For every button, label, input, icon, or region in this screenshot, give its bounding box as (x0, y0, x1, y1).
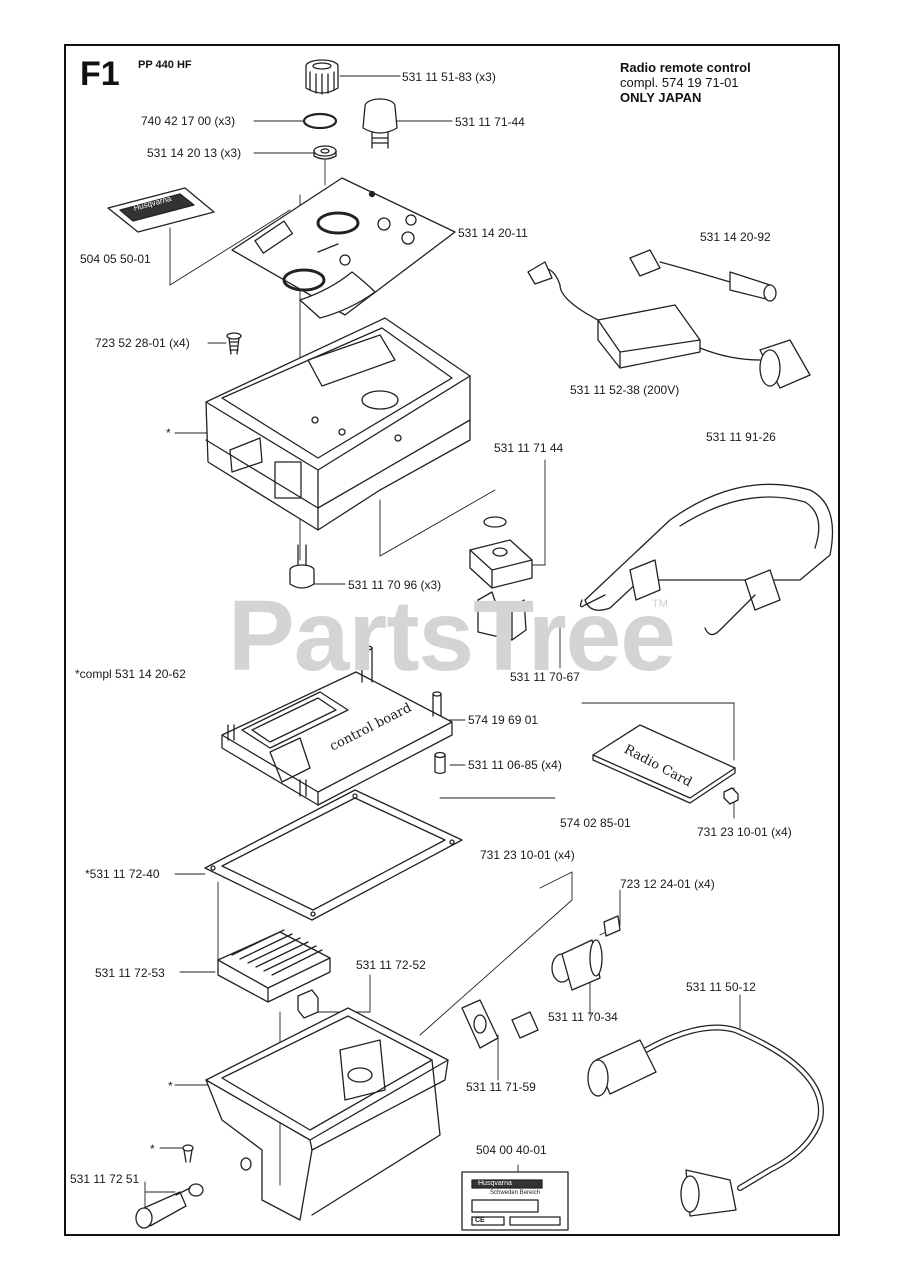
spacer-part (434, 751, 446, 775)
diagram-frame (64, 44, 840, 1236)
part-label-radio-card: 574 02 85-01 (560, 816, 631, 830)
part-label-nut-card: 731 23 10-01 (x4) (697, 825, 792, 839)
part-label-bottom-box: 531 11 72-52 (356, 958, 426, 972)
radio-card-part (592, 724, 736, 804)
part-label-gasket: *531 11 72-40 (85, 867, 160, 881)
part-label-plate: 531 11 71-59 (466, 1080, 536, 1094)
plate-part (461, 999, 499, 1049)
radio-note-line: ONLY JAPAN (620, 90, 702, 105)
control-board-part (221, 645, 453, 806)
rating-plate-part (461, 1171, 569, 1231)
part-label-plug-bottom: 531 11 72 51 (70, 1172, 140, 1186)
front-panel-part (231, 177, 456, 319)
part-label-screw-top: 723 52 28-01 (x4) (95, 336, 190, 350)
housing-part (205, 317, 471, 531)
watermark-tm: TM (652, 598, 668, 610)
socket-part (511, 915, 621, 1039)
part-label-star-bottom: * (168, 1079, 173, 1093)
bottom-box-part (205, 1007, 449, 1221)
cable-plug-part (629, 249, 777, 302)
part-label-washer-top: 531 14 20 13 (x3) (147, 146, 242, 160)
seal-cap-part (469, 539, 533, 589)
strap-part (579, 483, 834, 636)
part-label-cable: 531 11 50-12 (686, 980, 756, 994)
part-label-bracket: 531 11 70-67 (510, 670, 580, 684)
part-label-rating-plate: 504 00 40-01 (476, 1143, 547, 1157)
part-label-charger: 531 11 52-38 (200V) (570, 383, 680, 397)
knob-part (305, 59, 339, 95)
part-label-cable-plug: 531 14 20-92 (700, 230, 771, 244)
screw-bottom-part (182, 1144, 194, 1163)
nut-card-part (723, 787, 739, 805)
cable-part (587, 1024, 824, 1217)
plug-bottom-part (135, 1183, 204, 1229)
part-label-seal-cap: 531 11 71 44 (494, 441, 564, 455)
watermark: PartsTree (228, 580, 676, 692)
screw-top-part (226, 332, 242, 355)
figure-code: F1 (80, 55, 120, 93)
radio-remote-note: Radio remote control compl. 574 19 71-01… (620, 60, 751, 105)
part-label-spacer: 531 11 06-85 (x4) (468, 758, 562, 772)
part-label-knob: 531 11 51-83 (x3) (402, 70, 496, 84)
part-label-nut-mid: 731 23 10-01 (x4) (480, 848, 575, 862)
plate-sub-text: Schweden Bereich (490, 1190, 541, 1196)
part-label-battery: 531 11 72-53 (95, 966, 165, 980)
plate-ce-text: CE (475, 1217, 485, 1224)
charger-part (527, 261, 811, 389)
part-label-cap: 531 11 71-44 (455, 115, 525, 129)
seal-ring-part (483, 516, 507, 528)
part-label-screw-mid: 723 12 24-01 (x4) (620, 877, 715, 891)
part-label-socket: 531 11 70-34 (548, 1010, 618, 1024)
battery-part (217, 929, 331, 1003)
part-label-compl: *compl 531 14 20-62 (75, 667, 186, 681)
radio-note-line: compl. 574 19 71-01 (620, 75, 739, 90)
radio-note-line: Radio remote control (620, 60, 751, 75)
part-label-decal: 504 05 50-01 (80, 252, 151, 266)
model-label: PP 440 HF (138, 59, 192, 71)
part-label-star-housing: * (166, 426, 171, 440)
oring-part (302, 112, 338, 130)
plate-brand-text: Husqvarna (478, 1180, 512, 1187)
part-label-knob-bottom: 531 11 70 96 (x3) (348, 578, 442, 592)
gasket-part (204, 789, 463, 921)
cap-part (362, 98, 398, 149)
part-label-strap: 531 11 91-26 (706, 430, 776, 444)
decal-part (107, 187, 215, 233)
bracket-part (477, 591, 527, 641)
washer-part (313, 145, 337, 160)
knob-bottom-part (289, 544, 315, 589)
part-label-oring: 740 42 17 00 (x3) (141, 114, 236, 128)
part-label-star-screw: * (150, 1142, 155, 1156)
part-label-front-panel: 531 14 20-11 (458, 226, 528, 240)
leader-lines (144, 75, 741, 1211)
part-label-control-board: 574 19 69 01 (468, 713, 539, 727)
clip-part (297, 989, 319, 1019)
